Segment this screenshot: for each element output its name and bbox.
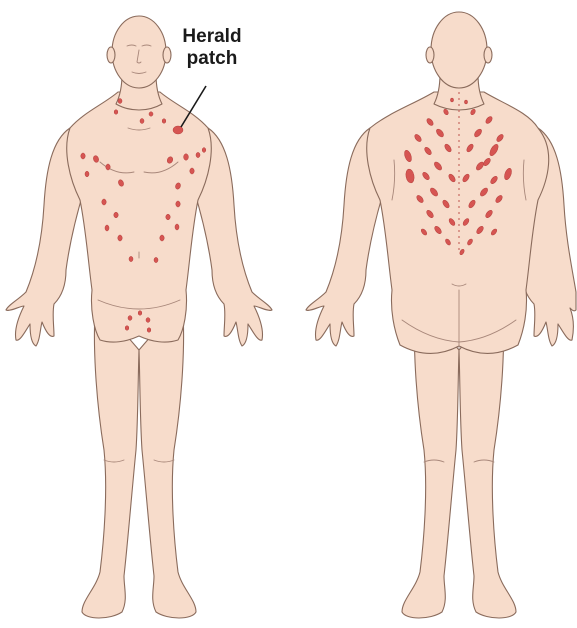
- herald-patch-label-line1: Herald: [182, 26, 242, 48]
- front-body-figure: [6, 16, 272, 618]
- herald-patch-label-line2: patch: [182, 48, 242, 70]
- back-body-figure: [306, 12, 576, 618]
- herald-patch-label: Herald patch: [182, 26, 242, 70]
